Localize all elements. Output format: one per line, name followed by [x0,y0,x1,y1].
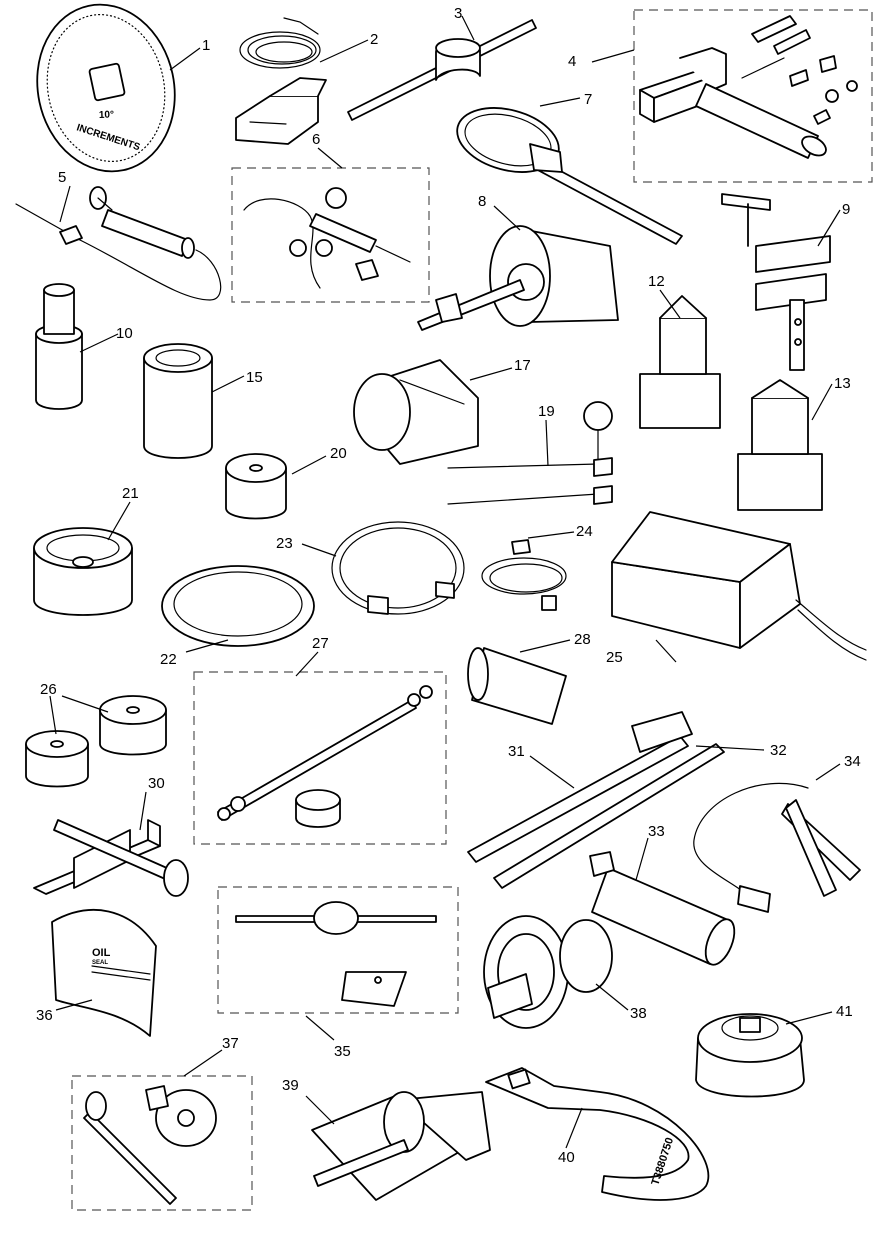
callout-28: 28 [574,631,591,648]
callout-5: 5 [58,169,66,186]
callout-3: 3 [454,5,462,22]
callout-33: 33 [648,823,665,840]
callout-37: 37 [222,1035,239,1052]
callout-23: 23 [276,535,293,552]
clamp-bar-tool [347,19,537,121]
puller-tool-8 [417,225,619,331]
callout-36: 36 [36,1007,53,1024]
callout-4: 4 [568,53,576,70]
cable-tool-24 [481,539,567,611]
drift-pair-26 [25,695,167,788]
press-tool-39 [311,1091,491,1201]
callout-40: 40 [558,1149,575,1166]
callout-34: 34 [844,753,861,770]
group-box-4 [633,9,873,183]
callout-8: 8 [478,193,486,210]
diagnostic-cable-tool [235,17,327,145]
callout-2: 2 [370,31,378,48]
oil-seal-brand-line1: OIL [92,947,111,959]
socket-tool-13 [737,379,823,511]
group-box-35 [217,886,459,1014]
callout-26: 26 [40,681,57,698]
ring-compressor-tool [353,359,479,465]
cap-tool-28 [467,647,567,725]
tool-set-4 [639,15,858,159]
callout-21: 21 [122,485,139,502]
drift-tool-33 [589,851,736,966]
group-box-37 [71,1075,253,1211]
callout-27: 27 [312,635,329,652]
c-spanner-tool: T3880750 [485,1067,710,1201]
callout-1: 1 [202,37,210,54]
tool-set-37 [83,1085,217,1205]
callout-20: 20 [330,445,347,462]
callout-9: 9 [842,201,850,218]
pressure-gauge-tool [447,401,613,505]
wiring-harness-tool [331,521,465,615]
callout-15: 15 [246,369,263,386]
callout-22: 22 [160,651,177,668]
puller-tool-38 [483,915,613,1029]
syringe-tool [15,186,222,301]
callout-38: 38 [630,1005,647,1022]
callout-12: 12 [648,273,665,290]
callout-30: 30 [148,775,165,792]
leader-lines [49,15,841,1149]
callout-25: 25 [606,649,623,666]
drift-tool-20 [225,453,287,520]
socket-tool-12 [639,295,721,429]
oil-seal-tool: OIL SEAL [51,909,157,1037]
callout-35: 35 [334,1043,351,1060]
tool-set-35 [235,901,437,1007]
callout-32: 32 [770,742,787,759]
callout-31: 31 [508,743,525,760]
callout-7: 7 [584,91,592,108]
strap-wrench-tool [456,107,683,245]
callout-24: 24 [576,523,593,540]
group-box-6 [231,167,430,303]
drift-rods-31-32 [467,711,725,889]
callout-19: 19 [538,403,555,420]
filter-wrench-tool [695,1013,805,1098]
callout-10: 10 [116,325,133,342]
callout-numbers: 1 2 3 4 5 6 7 8 9 10 12 13 15 17 19 20 2… [36,5,861,1166]
group-box-27 [193,671,447,845]
callout-39: 39 [282,1077,299,1094]
oil-seal-brand-line2: SEAL [92,960,108,966]
callout-41: 41 [836,1003,853,1020]
cylinder-tool-10 [35,283,83,410]
degree-wheel-value: 10° [99,109,114,121]
tool-set-6 [243,187,411,289]
degree-wheel-tool: 10° INCREMENTS [36,3,176,173]
pliers-tool-34 [693,782,861,913]
callout-17: 17 [514,357,531,374]
tool-set-27 [217,685,433,828]
press-tool-30 [33,819,189,897]
callout-13: 13 [834,375,851,392]
lock-ring-tool [161,565,315,647]
module-tool-25 [611,511,867,661]
clamp-tool-9 [721,193,831,371]
drift-tool-21 [33,527,133,616]
castellated-socket-tool [143,343,213,459]
callout-6: 6 [312,131,320,148]
